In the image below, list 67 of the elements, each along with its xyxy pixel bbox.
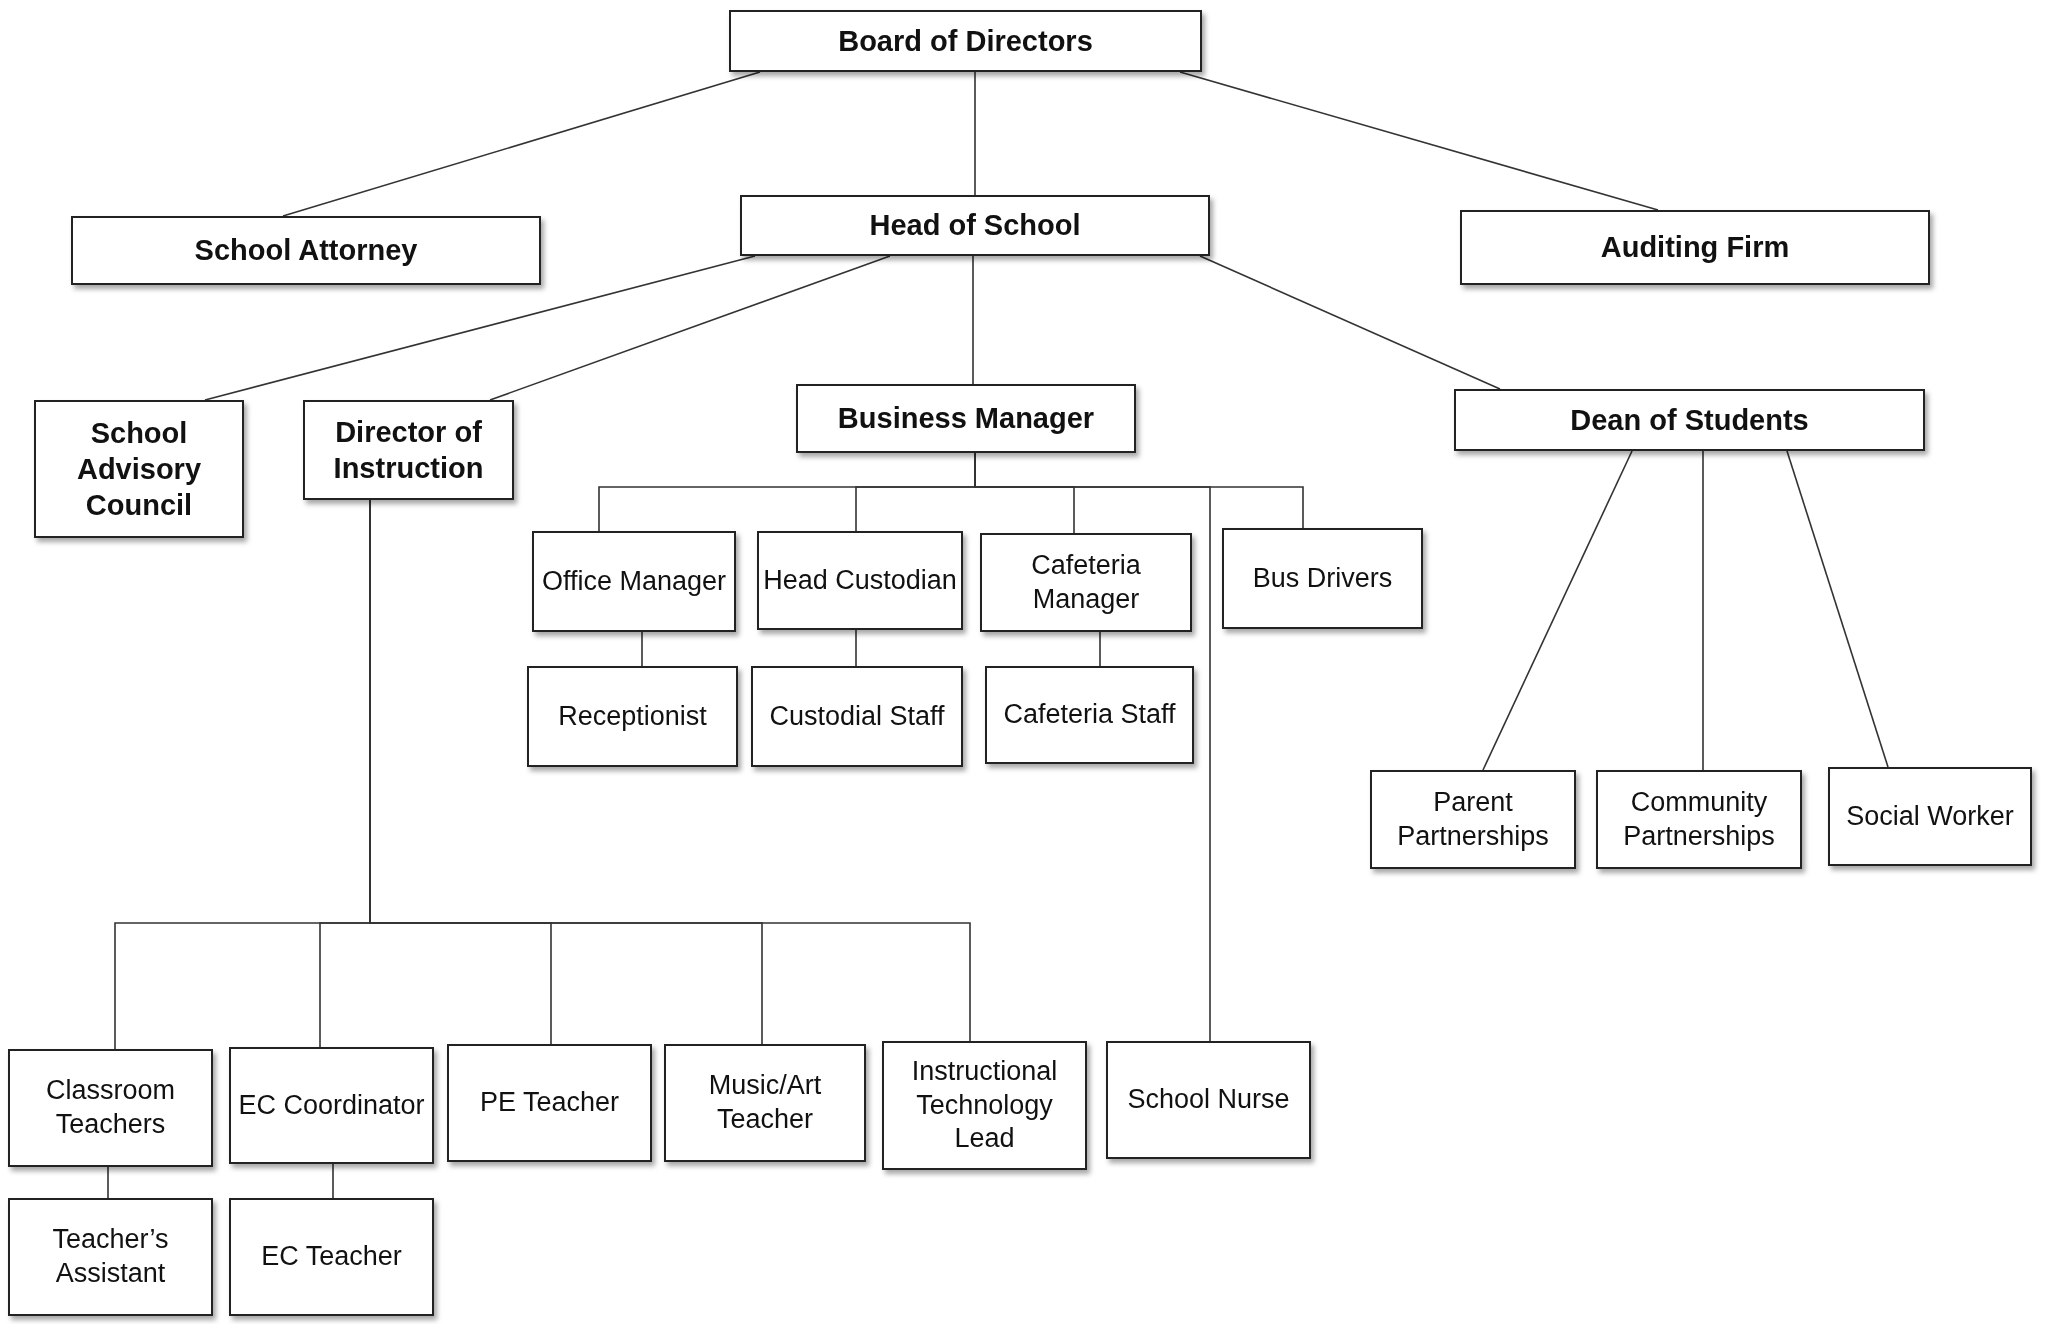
role-label: Music/Art Teacher	[707, 1069, 823, 1136]
connector-line	[974, 71, 976, 196]
org-box	[447, 1044, 652, 1162]
org-box	[71, 216, 541, 285]
connector-line	[1786, 450, 1889, 768]
role-label: Head of School	[869, 208, 1081, 244]
org-box	[229, 1047, 434, 1164]
role-label: EC Coordinator	[238, 1088, 425, 1122]
org-box	[729, 10, 1202, 72]
role-label: Board of Directors	[838, 23, 1093, 59]
role-label: School Attorney	[194, 233, 418, 269]
role-label: Dean of Students	[1570, 402, 1809, 438]
role-label: School Advisory Council	[75, 415, 203, 524]
connector-line	[972, 255, 974, 385]
role-label: Social Worker	[1846, 799, 2014, 833]
org-box	[532, 531, 736, 632]
org-box	[527, 666, 738, 767]
role-label: Office Manager	[541, 564, 727, 598]
org-box	[751, 666, 963, 767]
role-label: Teacher’s Assistant	[51, 1223, 170, 1290]
org-box	[303, 400, 514, 500]
connector-line	[1199, 255, 1501, 390]
connector-line	[641, 631, 643, 667]
role-label: Bus Drivers	[1252, 561, 1393, 595]
org-box	[1106, 1041, 1311, 1159]
connector-line	[1179, 71, 1659, 211]
role-label: Parent Partnerships	[1396, 785, 1550, 853]
role-label: Community Partnerships	[1622, 785, 1776, 853]
role-label: PE Teacher	[479, 1086, 620, 1120]
org-box	[1222, 528, 1423, 629]
connector-line	[107, 1166, 109, 1199]
connector-line	[855, 629, 857, 667]
role-label: School Nurse	[1127, 1083, 1290, 1117]
org-box	[796, 384, 1136, 453]
org-box	[1454, 389, 1925, 451]
org-box	[1370, 770, 1576, 869]
org-box	[8, 1198, 213, 1316]
org-box	[740, 195, 1210, 256]
org-box	[985, 666, 1194, 764]
role-label: Auditing Firm	[1600, 230, 1790, 266]
org-box	[8, 1049, 213, 1167]
connector-line	[1099, 631, 1101, 667]
role-label: Receptionist	[558, 699, 707, 733]
role-label: Instructional Technology Lead	[910, 1054, 1059, 1156]
role-label: Business Manager	[837, 401, 1095, 437]
connector-line	[282, 71, 761, 217]
connector-line	[1702, 450, 1704, 771]
org-box	[980, 533, 1192, 632]
org-box	[34, 400, 244, 538]
org-box	[1596, 770, 1802, 869]
role-label: Classroom Teachers	[45, 1074, 176, 1141]
role-label: Cafeteria Staff	[1003, 698, 1176, 732]
connector-line	[1482, 450, 1633, 771]
org-box	[757, 531, 963, 630]
org-box	[882, 1041, 1087, 1170]
role-label: EC Teacher	[261, 1240, 402, 1274]
connector-line	[489, 255, 891, 401]
role-label: Head Custodian	[763, 563, 957, 597]
org-box	[664, 1044, 866, 1162]
connector-line	[204, 255, 756, 401]
role-label: Cafeteria Manager	[1030, 548, 1142, 616]
org-box	[1828, 767, 2032, 866]
org-box	[1460, 210, 1930, 285]
role-label: Director of Instruction	[332, 414, 485, 486]
connector-line	[332, 1163, 334, 1199]
role-label: Custodial Staff	[769, 699, 945, 733]
org-box	[229, 1198, 434, 1316]
